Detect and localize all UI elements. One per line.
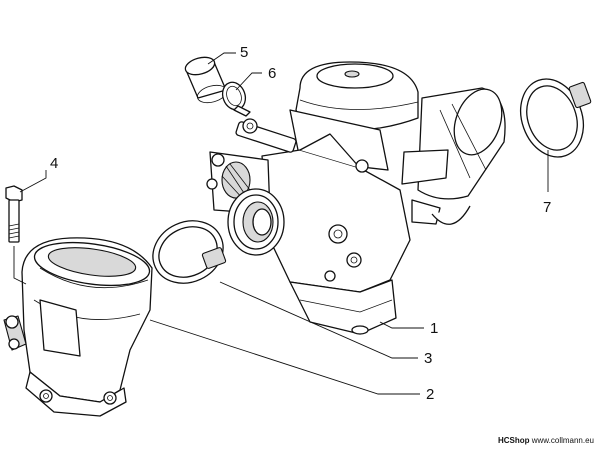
footer-url: www.collmann.eu <box>531 436 594 445</box>
leader-4b <box>13 246 27 285</box>
callout-6: 6 <box>268 65 276 82</box>
callout-1: 1 <box>430 320 438 337</box>
footer-credit: HCShop www.collmann.eu <box>498 436 594 445</box>
callout-3: 3 <box>424 350 432 367</box>
callout-labels: 1 2 3 4 5 6 7 <box>50 44 551 403</box>
carburettor-part <box>206 61 506 335</box>
leader-lines <box>13 52 549 395</box>
clamp-filter-part <box>520 78 592 158</box>
leader-4 <box>19 170 47 193</box>
hose-clip-part <box>221 81 251 117</box>
callout-5: 5 <box>240 44 248 61</box>
leader-3 <box>219 281 418 359</box>
callout-2: 2 <box>426 386 434 403</box>
leader-6 <box>235 72 262 91</box>
leader-1 <box>379 321 424 329</box>
bolt-part <box>5 185 23 243</box>
leader-5 <box>207 52 236 65</box>
sleeve-part <box>184 56 228 104</box>
footer-brand: HCShop <box>497 436 530 445</box>
callout-4: 4 <box>50 155 58 172</box>
intake-manifold-part <box>3 237 153 417</box>
leader-2 <box>149 319 420 395</box>
callout-7: 7 <box>543 199 551 216</box>
clamp-manifold-part <box>152 220 227 284</box>
